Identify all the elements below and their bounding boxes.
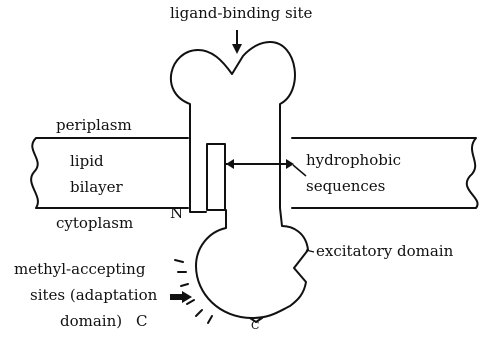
- n-terminal-segment: [190, 138, 206, 212]
- lipid-bilayer-right: [292, 138, 478, 208]
- label-periplasm: periplasm: [56, 118, 132, 133]
- transmembrane-helix: [207, 144, 225, 210]
- label-bilayer: bilayer: [70, 180, 123, 195]
- label-excitatory-domain: excitatory domain: [316, 244, 453, 259]
- label-n-terminus: N: [170, 206, 183, 221]
- label-sites-adaptation: sites (adaptation: [30, 288, 157, 303]
- methylation-arrow: [170, 291, 192, 303]
- hydrophobic-arrow: [225, 159, 306, 176]
- cytoplasmic-domain: [196, 208, 308, 318]
- label-lipid: lipid: [70, 154, 104, 169]
- label-c-terminus-left: C: [136, 314, 147, 329]
- methylation-ticks: [175, 260, 212, 323]
- label-methyl-accepting: methyl-accepting: [14, 262, 145, 277]
- label-domain: domain): [60, 314, 122, 329]
- lipid-bilayer-left: [31, 138, 188, 208]
- label-cytoplasm: cytoplasm: [56, 216, 133, 231]
- ligand-arrow: [232, 30, 242, 54]
- label-ligand-binding-site: ligand-binding site: [170, 6, 312, 21]
- label-sequences: sequences: [306, 179, 385, 194]
- label-hydrophobic: hydrophobic: [306, 153, 401, 168]
- label-c-terminus-bottom: C: [251, 320, 259, 331]
